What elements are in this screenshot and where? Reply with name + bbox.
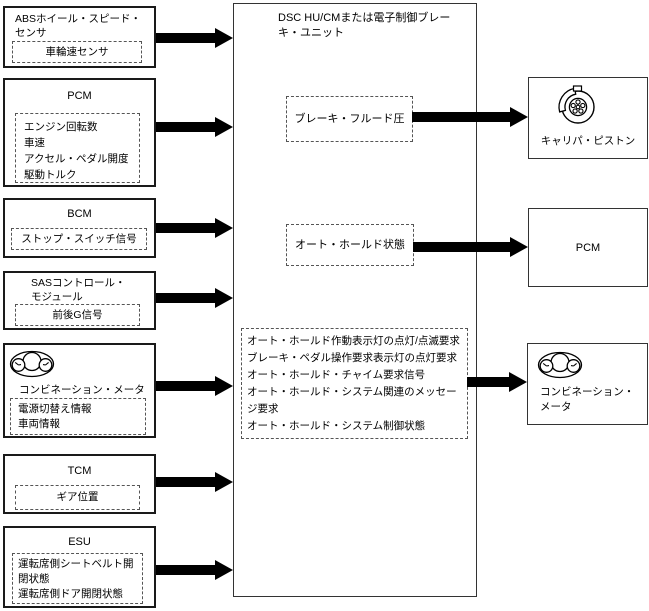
signal-label: 運転席側ドア開閉状態 [18, 588, 123, 600]
signal-box: 車輪速センサ [12, 41, 142, 63]
module-title: SASコントロール・モジュール [31, 277, 126, 303]
arrow-dsc-to-pcm [413, 237, 528, 257]
module-title: PCM [67, 90, 92, 102]
module-title: TCM [67, 465, 92, 477]
signal-label: ストップ・スイッチ信号 [21, 232, 137, 245]
signal-box: ストップ・スイッチ信号 [11, 228, 147, 250]
module-tcm: TCM ギア位置 [3, 454, 156, 514]
signal-label: オート・ホールド状態 [295, 238, 405, 251]
signal-label: ブレーキ・ペダル操作要求表示灯の点灯要求 [247, 352, 457, 364]
arrow-sas-to-dsc [156, 288, 233, 308]
arrow-tcm-to-dsc [156, 472, 233, 492]
arrow-meter-to-dsc [156, 376, 233, 396]
arrow-abs-to-dsc [156, 28, 233, 48]
module-title: PCM [575, 241, 601, 254]
module-esu: ESU 運転席側シートベルト開閉状態 運転席側ドア開閉状態 [3, 526, 156, 608]
signal-label: 前後G信号 [52, 308, 103, 321]
signal-label: オート・ホールド・システム制御状態 [247, 420, 426, 432]
module-title: ABSホイール・スピード・センサ [15, 13, 142, 39]
signal-label: 車輪速センサ [45, 45, 109, 58]
arrow-pcm-to-dsc [156, 117, 233, 137]
signal-box: エンジン回転数 車速 アクセル・ペダル開度 駆動トルク [15, 113, 140, 183]
module-title: キャリパ・ピストン [540, 135, 636, 147]
module-title: DSC HU/CMまたは電子制御ブレーキ・ユニット [278, 12, 451, 39]
module-combination-meter-right: コンビネーション・メータ [527, 343, 648, 425]
combination-meter-icon [9, 349, 55, 378]
module-title: コンビネーション・メータ [540, 386, 635, 413]
signal-label: 車速 [24, 137, 45, 149]
signal-label: アクセル・ペダル開度 [24, 153, 129, 165]
brake-caliper-icon [553, 81, 601, 131]
signal-box: 前後G信号 [15, 304, 140, 326]
module-title: BCM [67, 208, 92, 220]
module-caliper-piston: キャリパ・ピストン [528, 77, 648, 159]
signal-label: オート・ホールド作動表示灯の点灯/点滅要求 [247, 335, 460, 347]
signal-box: ギア位置 [15, 485, 140, 510]
output-auto-hold-state: オート・ホールド状態 [286, 224, 414, 266]
output-brake-fluid-pressure: ブレーキ・フルード圧 [286, 96, 413, 142]
signal-box: 運転席側シートベルト開閉状態 運転席側ドア開閉状態 [12, 553, 143, 604]
signal-label: オート・ホールド・チャイム要求信号 [247, 369, 426, 381]
module-sas-control: SASコントロール・モジュール 前後G信号 [3, 271, 156, 330]
output-meter-request-signals: オート・ホールド作動表示灯の点灯/点滅要求 ブレーキ・ペダル操作要求表示灯の点灯… [241, 328, 468, 439]
module-pcm-right: PCM [528, 208, 648, 287]
signal-label: ギア位置 [56, 491, 99, 503]
module-abs-wheel-speed-sensor: ABSホイール・スピード・センサ 車輪速センサ [3, 6, 156, 68]
combination-meter-icon [537, 350, 583, 379]
module-title: コンビネーション・メータ [19, 384, 145, 396]
module-combination-meter-left: コンビネーション・メータ 電源切替え情報 車両情報 [3, 343, 156, 438]
arrow-dsc-to-caliper [412, 107, 528, 127]
module-bcm: BCM ストップ・スイッチ信号 [3, 198, 156, 258]
signal-label: ブレーキ・フルード圧 [294, 112, 405, 125]
module-dsc-hu-cm-unit: DSC HU/CMまたは電子制御ブレーキ・ユニット ブレーキ・フルード圧 オート… [233, 3, 477, 597]
signal-label: 車両情報 [18, 418, 60, 430]
signal-box: 電源切替え情報 車両情報 [10, 398, 146, 435]
signal-label: 電源切替え情報 [18, 403, 92, 415]
signal-label: 駆動トルク [24, 169, 77, 181]
arrow-esu-to-dsc [156, 560, 233, 580]
signal-label: オート・ホールド・システム関連のメッセージ要求 [247, 386, 457, 415]
signal-label: エンジン回転数 [24, 121, 98, 133]
module-pcm-left: PCM エンジン回転数 車速 アクセル・ペダル開度 駆動トルク [3, 78, 156, 187]
arrow-dsc-to-meter [467, 372, 527, 392]
arrow-bcm-to-dsc [156, 218, 233, 238]
module-title: ESU [68, 536, 91, 548]
signal-label: 運転席側シートベルト開閉状態 [18, 558, 134, 585]
